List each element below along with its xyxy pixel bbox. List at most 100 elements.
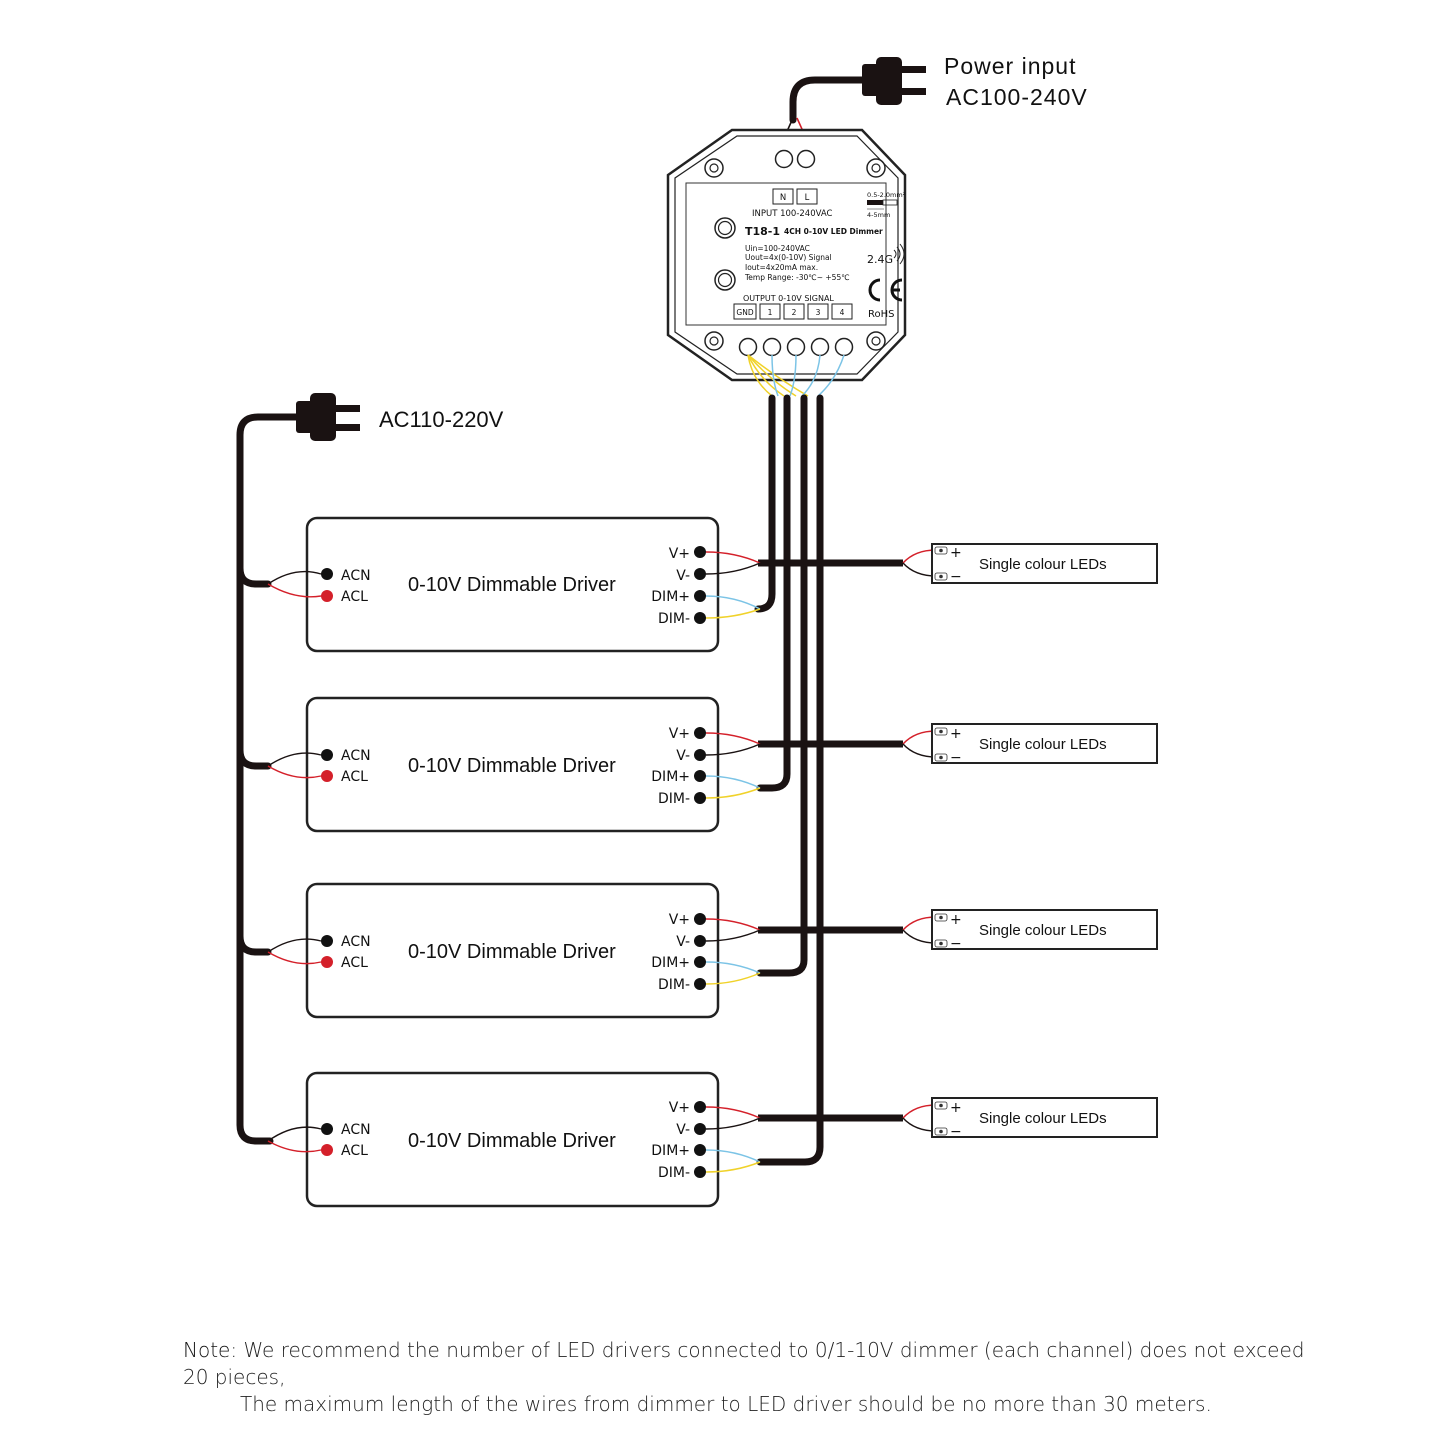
screw-icon xyxy=(866,331,886,351)
led-input-wires xyxy=(902,549,937,1132)
driver-output-wires xyxy=(705,551,761,1173)
acl-label: ACL xyxy=(341,769,368,785)
led-minus: − xyxy=(950,936,962,952)
driver-2: 0-10V Dimmable Driver ACN ACL V+ V- DIM+… xyxy=(305,696,720,833)
mains-cable xyxy=(236,413,307,1145)
led-minus: − xyxy=(950,569,962,585)
output-terminal-hole xyxy=(810,337,830,357)
output-terminal-hole xyxy=(738,337,758,357)
rohs-label: RoHS xyxy=(868,309,894,320)
input-label: INPUT 100-240VAC xyxy=(752,209,833,219)
acl-label: ACL xyxy=(341,955,368,971)
mains-branches xyxy=(236,564,272,956)
dimmer-t18-1: N L INPUT 100-240VAC T18-1 4CH 0-10V LED… xyxy=(666,128,907,382)
vplus-label: V+ xyxy=(669,1100,690,1116)
input-terminal-hole xyxy=(774,149,794,169)
dimmer-button-icon xyxy=(714,269,736,291)
vminus-label: V- xyxy=(676,1122,690,1138)
acn-label: ACN xyxy=(341,568,371,584)
led-pad-icon xyxy=(934,913,948,922)
dimmer-button-icon xyxy=(714,217,736,239)
terminal-l-label: L xyxy=(805,193,810,203)
power-input-voltage: AC100-240V xyxy=(946,84,1088,110)
note-line-1: We recommend the number of LED drivers c… xyxy=(183,1338,1305,1389)
led-pad-icon xyxy=(934,546,948,555)
mains-voltage-label: AC110-220V xyxy=(379,407,504,432)
driver-title: 0-10V Dimmable Driver xyxy=(408,1130,616,1152)
wireless-icon xyxy=(893,243,905,265)
wire-strip-icon xyxy=(867,199,898,210)
led-pad-icon xyxy=(934,939,948,948)
driver-4: 0-10V Dimmable Driver ACN ACL V+ V- DIM+… xyxy=(305,1071,720,1208)
vplus-label: V+ xyxy=(669,726,690,742)
spec-temp: Temp Range: -30℃~ +55℃ xyxy=(744,273,850,282)
led-minus: − xyxy=(950,750,962,766)
led-minus: − xyxy=(950,1124,962,1140)
ac-input-wires xyxy=(267,570,322,1153)
led-strip-4: + − Single colour LEDs xyxy=(931,1097,1158,1140)
output-terminal-hole xyxy=(786,337,806,357)
rf-label: 2.4G xyxy=(867,253,893,266)
led-plus: + xyxy=(950,912,962,928)
dimmer-output-fan xyxy=(747,354,845,397)
acn-label: ACN xyxy=(341,934,371,950)
dimminus-label: DIM- xyxy=(658,977,690,993)
vplus-label: V+ xyxy=(669,912,690,928)
wire-gauge: 0.5-2.0mm² xyxy=(867,191,906,199)
dimminus-label: DIM- xyxy=(658,1165,690,1181)
ce-mark-icon xyxy=(868,278,903,302)
model-description: 4CH 0-10V LED Dimmer xyxy=(784,227,883,236)
acl-label: ACL xyxy=(341,1143,368,1159)
spec-uin: Uin=100-240VAC xyxy=(745,244,810,253)
output-terminal-3: 3 xyxy=(816,308,821,317)
power-input-title: Power input xyxy=(944,53,1076,79)
dimminus-label: DIM- xyxy=(658,611,690,627)
signal-cables xyxy=(754,394,824,1166)
acl-label: ACL xyxy=(341,589,368,605)
vminus-label: V- xyxy=(676,568,690,584)
acn-label: ACN xyxy=(341,748,371,764)
note-line-2: The maximum length of the wires from dim… xyxy=(240,1392,1212,1416)
spec-uout: Uout=4x(0-10V) Signal xyxy=(745,253,832,262)
mains-plug xyxy=(236,393,360,1145)
dimplus-label: DIM+ xyxy=(651,769,690,785)
driver-1: 0-10V Dimmable Driver ACN ACL V+ V- DIM+… xyxy=(305,516,720,653)
screw-icon xyxy=(704,158,724,178)
dimplus-label: DIM+ xyxy=(651,589,690,605)
led-label: Single colour LEDs xyxy=(979,1110,1107,1127)
driver-title: 0-10V Dimmable Driver xyxy=(408,574,616,596)
led-output-cables xyxy=(758,559,903,1122)
output-terminal-2: 2 xyxy=(792,308,797,317)
vplus-label: V+ xyxy=(669,546,690,562)
dimplus-label: DIM+ xyxy=(651,955,690,971)
dimminus-label: DIM- xyxy=(658,791,690,807)
output-terminal-4: 4 xyxy=(840,308,845,317)
output-terminal-1: 1 xyxy=(768,308,773,317)
led-strip-2: + − Single colour LEDs xyxy=(931,723,1158,766)
input-terminal-hole xyxy=(796,149,816,169)
vminus-label: V- xyxy=(676,748,690,764)
driver-title: 0-10V Dimmable Driver xyxy=(408,941,616,963)
led-pad-icon xyxy=(934,1101,948,1110)
led-plus: + xyxy=(950,545,962,561)
power-input-plug xyxy=(789,57,926,124)
led-pad-icon xyxy=(934,727,948,736)
output-terminal-hole xyxy=(762,337,782,357)
acn-label: ACN xyxy=(341,1122,371,1138)
led-pad-icon xyxy=(934,572,948,581)
dimplus-label: DIM+ xyxy=(651,1143,690,1159)
driver-title: 0-10V Dimmable Driver xyxy=(408,755,616,777)
led-plus: + xyxy=(950,726,962,742)
output-terminal-hole xyxy=(834,337,854,357)
driver-3: 0-10V Dimmable Driver ACN ACL V+ V- DIM+… xyxy=(305,882,720,1019)
screw-icon xyxy=(704,331,724,351)
note-key: Note: xyxy=(183,1338,238,1362)
output-terminal-gnd: GND xyxy=(736,308,753,317)
power-input-cable xyxy=(789,76,870,124)
led-pad-icon xyxy=(934,1127,948,1136)
led-label: Single colour LEDs xyxy=(979,922,1107,939)
screw-icon xyxy=(866,158,886,178)
strip-length: 4-5mm xyxy=(867,211,890,219)
terminal-n-label: N xyxy=(780,193,786,203)
